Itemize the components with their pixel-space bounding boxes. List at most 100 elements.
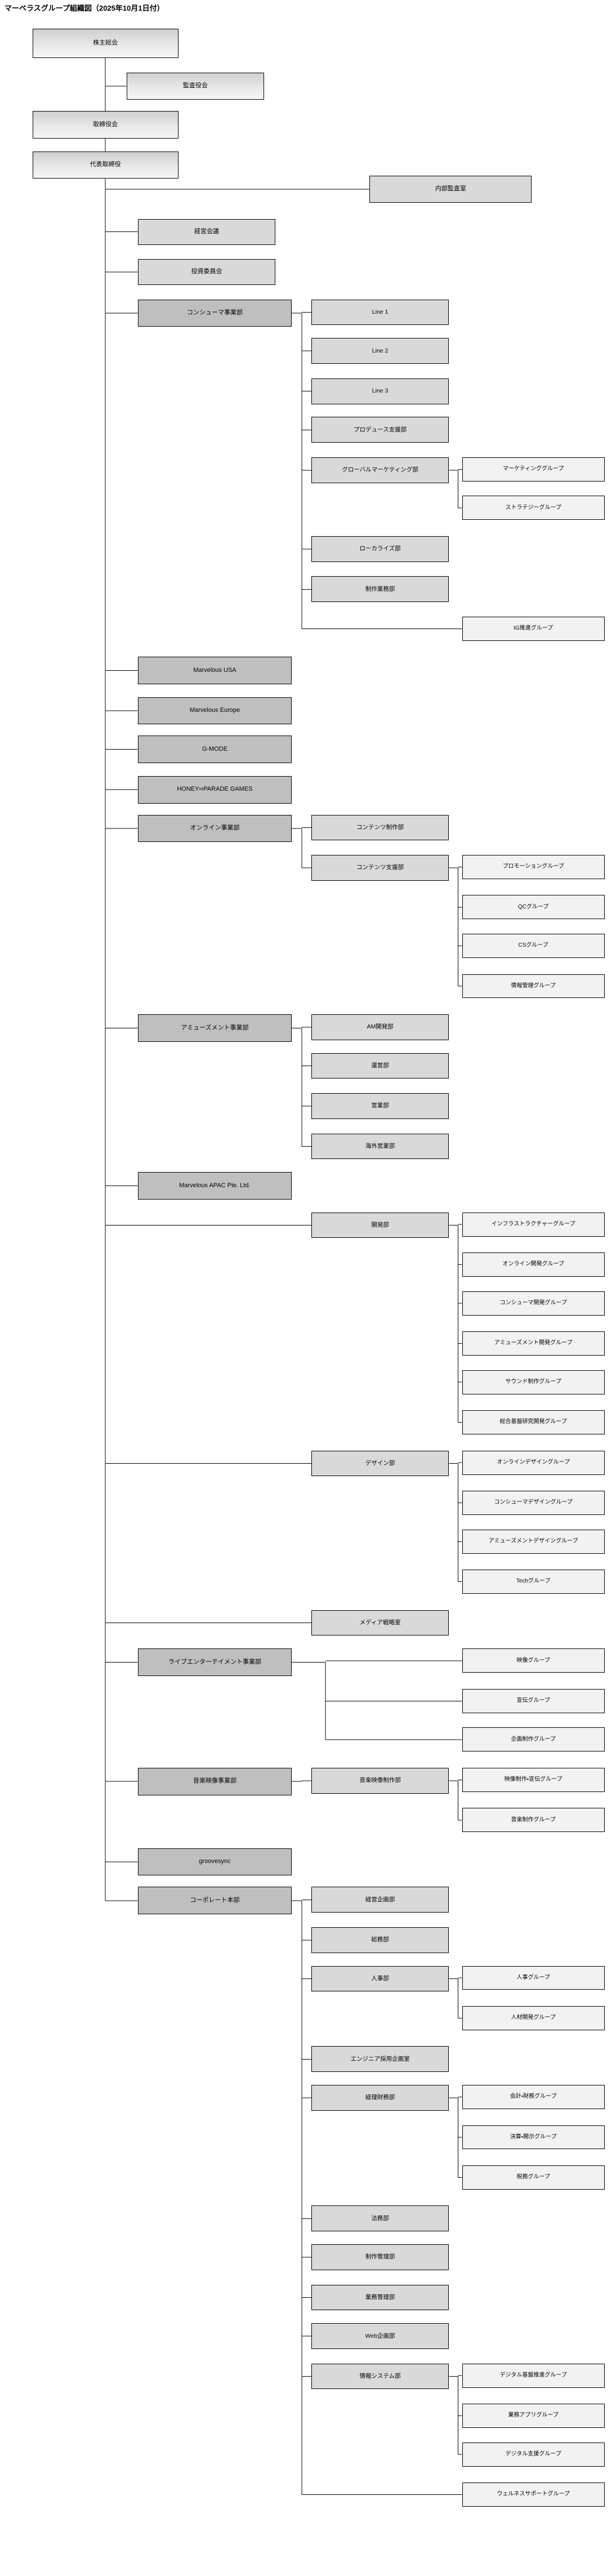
group-strategy[interactable]: ストラテジーグループ xyxy=(462,496,605,520)
dept-information-systems[interactable]: 情報システム部 xyxy=(311,2363,449,2390)
dept-engineer-recruiting[interactable]: エンジニア採用企画室 xyxy=(311,2046,449,2073)
group-sound-production[interactable]: サウンド制作グループ xyxy=(462,1370,605,1394)
division-music-video[interactable]: 音楽映像事業部 xyxy=(137,1767,292,1795)
dept-sales[interactable]: 営業部 xyxy=(311,1093,449,1119)
group-consumer-dev[interactable]: コンシューマ開発グループ xyxy=(462,1291,605,1316)
group-online-design[interactable]: オンラインデザイングループ xyxy=(462,1450,605,1475)
group-music-production[interactable]: 音楽制作グループ xyxy=(462,1808,605,1833)
dept-line-2[interactable]: Line 2 xyxy=(311,338,449,364)
internal-audit-office[interactable]: 内部監査室 xyxy=(369,175,532,203)
group-tax[interactable]: 税務グループ xyxy=(462,2165,605,2190)
dept-operations[interactable]: 運営部 xyxy=(311,1053,449,1079)
group-infrastructure[interactable]: インフラストラクチャーグループ xyxy=(462,1212,605,1237)
dept-development[interactable]: 開発部 xyxy=(311,1212,449,1238)
group-music-production-label: 音楽制作グループ xyxy=(511,1816,556,1823)
group-marketing[interactable]: マーケティンググループ xyxy=(462,457,605,482)
division-music-video-label: 音楽映像事業部 xyxy=(193,1777,236,1785)
dept-music-video-production[interactable]: 音楽映像制作部 xyxy=(311,1767,449,1794)
group-promotion[interactable]: プロモーショングループ xyxy=(462,854,605,879)
group-video[interactable]: 映像グループ xyxy=(462,1648,605,1673)
group-qc-label: QCグループ xyxy=(517,903,549,910)
group-publicity[interactable]: 宣伝グループ xyxy=(462,1688,605,1713)
group-online-dev[interactable]: オンライン開発グループ xyxy=(462,1253,605,1277)
representative-director[interactable]: 代表取締役 xyxy=(32,151,178,179)
dept-line-1-label: Line 1 xyxy=(372,309,389,316)
division-consumer[interactable]: コンシューマ事業部 xyxy=(137,299,292,327)
management-meeting[interactable]: 経営会議 xyxy=(137,219,276,245)
dept-design[interactable]: デザイン部 xyxy=(311,1450,449,1477)
dept-design-label: デザイン部 xyxy=(365,1460,395,1467)
group-business-apps[interactable]: 業務アプリグループ xyxy=(462,2404,605,2428)
division-online[interactable]: オンライン事業部 xyxy=(137,814,292,843)
dept-overseas-sales[interactable]: 海外営業部 xyxy=(311,1133,449,1160)
division-honey-parade-label: HONEY∞PARADE GAMES xyxy=(177,786,253,793)
dept-line-3-label: Line 3 xyxy=(372,387,389,395)
group-digital-platform[interactable]: デジタル基盤推進グループ xyxy=(462,2363,605,2388)
division-g-mode[interactable]: G-MODE xyxy=(137,736,292,764)
audit-board[interactable]: 監査役会 xyxy=(126,72,265,100)
dept-legal[interactable]: 法務部 xyxy=(311,2205,449,2232)
dept-produce-support[interactable]: プロデュース支援部 xyxy=(311,417,449,443)
group-accounting-finance[interactable]: 会計・財務グループ xyxy=(462,2085,605,2109)
dept-engineer-recruiting-label: エンジニア採用企画室 xyxy=(350,2055,410,2062)
group-planning-production[interactable]: 企画制作グループ xyxy=(462,1727,605,1752)
dept-hr[interactable]: 人事部 xyxy=(311,1966,449,1992)
group-info-management[interactable]: 情報管理グループ xyxy=(462,974,605,999)
group-amusement-design[interactable]: アミューズメントデザイングループ xyxy=(462,1529,605,1554)
division-marvelous-europe[interactable]: Marvelous Europe xyxy=(137,697,292,725)
dept-content-support[interactable]: コンテンツ支援部 xyxy=(311,854,449,881)
division-apac[interactable]: Marvelous APAC Pte. Ltd. xyxy=(137,1172,292,1200)
dept-business-management-label: 業務管理部 xyxy=(365,2293,395,2301)
dept-media-strategy[interactable]: メディア戦略室 xyxy=(311,1610,449,1636)
dept-production-ops[interactable]: 制作業務部 xyxy=(311,576,449,603)
division-corporate[interactable]: コーポレート本部 xyxy=(137,1887,292,1915)
division-groovesync[interactable]: groovesync xyxy=(137,1848,292,1876)
group-infrastructure-label: インフラストラクチャーグループ xyxy=(491,1220,575,1227)
dept-general-affairs[interactable]: 総務部 xyxy=(311,1927,449,1953)
dept-global-marketing[interactable]: グローバルマーケティング部 xyxy=(311,457,449,483)
dept-localize-label: ローカライズ部 xyxy=(359,545,401,552)
board-of-directors[interactable]: 取締役会 xyxy=(32,111,178,139)
dept-web-planning[interactable]: Web企画部 xyxy=(311,2323,449,2349)
division-honey-parade[interactable]: HONEY∞PARADE GAMES xyxy=(137,776,292,804)
division-live-entertainment[interactable]: ライブエンターテイメント事業部 xyxy=(137,1648,292,1676)
group-info-management-label: 情報管理グループ xyxy=(511,982,556,989)
dept-corporate-planning[interactable]: 経営企画部 xyxy=(311,1887,449,1913)
dept-web-planning-label: Web企画部 xyxy=(365,2332,395,2339)
dept-content-production[interactable]: コンテンツ制作部 xyxy=(311,814,449,841)
shareholders-meeting-label: 株主総会 xyxy=(93,39,118,47)
division-amusement[interactable]: アミューズメント事業部 xyxy=(137,1014,292,1042)
dept-am-development[interactable]: AM開発部 xyxy=(311,1014,449,1040)
dept-accounting-finance[interactable]: 経理財務部 xyxy=(311,2085,449,2111)
group-amusement-dev[interactable]: アミューズメント開発グループ xyxy=(462,1331,605,1356)
group-digital-support[interactable]: デジタル支援グループ xyxy=(462,2442,605,2467)
group-consumer-design[interactable]: コンシューマデザイングループ xyxy=(462,1491,605,1516)
group-talent-development[interactable]: 人材開発グループ xyxy=(462,2006,605,2030)
group-integrated-rd[interactable]: 総合基盤研究開発グループ xyxy=(462,1410,605,1435)
division-marvelous-europe-label: Marvelous Europe xyxy=(189,707,240,714)
division-apac-label: Marvelous APAC Pte. Ltd. xyxy=(179,1182,251,1189)
group-video-publicity[interactable]: 映像制作・宣伝グループ xyxy=(462,1767,605,1792)
dept-production-management[interactable]: 制作管理部 xyxy=(311,2244,449,2270)
division-groovesync-label: groovesync xyxy=(199,1858,231,1865)
management-meeting-label: 経営会議 xyxy=(194,228,220,235)
division-marvelous-usa[interactable]: Marvelous USA xyxy=(137,657,292,684)
group-qc[interactable]: QCグループ xyxy=(462,895,605,920)
dept-line-3[interactable]: Line 3 xyxy=(311,378,449,404)
dept-line-1[interactable]: Line 1 xyxy=(311,299,449,326)
dept-localize[interactable]: ローカライズ部 xyxy=(311,536,449,562)
group-publicity-label: 宣伝グループ xyxy=(516,1697,550,1704)
group-hr[interactable]: 人事グループ xyxy=(462,1966,605,1990)
group-tech[interactable]: Techグループ xyxy=(462,1570,605,1594)
group-talent-development-label: 人材開発グループ xyxy=(511,2015,556,2021)
dept-am-development-label: AM開発部 xyxy=(367,1023,394,1031)
shareholders-meeting[interactable]: 株主総会 xyxy=(32,29,178,58)
investment-committee[interactable]: 投資委員会 xyxy=(137,259,276,285)
group-wellness-support[interactable]: ウェルネスサポートグループ xyxy=(462,2483,605,2507)
group-sound-production-label: サウンド制作グループ xyxy=(505,1378,561,1385)
division-marvelous-usa-label: Marvelous USA xyxy=(193,666,236,674)
dept-business-management[interactable]: 業務管理部 xyxy=(311,2284,449,2311)
group-cs[interactable]: CSグループ xyxy=(462,934,605,958)
group-settlement-disclosure[interactable]: 決算・開示グループ xyxy=(462,2125,605,2150)
group-ig-promotion[interactable]: IG推進グループ xyxy=(462,616,605,641)
